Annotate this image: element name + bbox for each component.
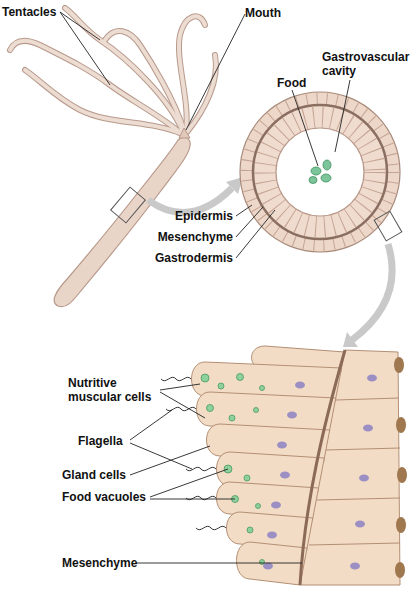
vacuole-group	[201, 374, 265, 565]
leader-line	[60, 12, 100, 40]
food-vacuole	[247, 527, 253, 533]
leader-line	[60, 12, 110, 85]
part-label: Gland cells	[62, 468, 126, 482]
leader-line	[186, 14, 245, 130]
tentacle-outline	[105, 31, 184, 131]
cell-nucleus	[263, 563, 273, 570]
gastrodermis-cell	[237, 542, 308, 585]
part-label: Food vacuoles	[62, 490, 146, 504]
food-vacuole	[254, 408, 259, 413]
nucleus-group	[263, 382, 305, 570]
food-particle	[309, 177, 317, 184]
cell-nucleus	[280, 472, 290, 479]
part-label: Gastrovascular cavity	[322, 50, 416, 78]
tentacle	[65, 8, 183, 132]
cell-nucleus	[267, 532, 277, 539]
gastrovascular-cavity	[276, 128, 364, 216]
tentacle-group	[10, 8, 216, 134]
part-label: Flagella	[78, 434, 123, 448]
part-label: Mesenchyme	[62, 556, 137, 570]
epidermis-knob	[394, 357, 404, 373]
epidermis-knob	[395, 562, 405, 578]
part-label: Gastrodermis	[133, 251, 233, 265]
cell-nucleus	[363, 425, 373, 432]
tentacle	[10, 41, 182, 134]
leader-line	[236, 210, 275, 258]
mesenchyme-ring	[253, 105, 387, 239]
hypostome	[179, 128, 190, 138]
cell-nucleus	[359, 475, 369, 482]
food-vacuole	[260, 560, 265, 565]
food-particle	[321, 174, 331, 182]
epidermis-knob	[396, 517, 406, 533]
part-label: Mesenchyme	[133, 230, 233, 244]
epidermis-cell-walls	[247, 99, 393, 245]
mesenchyme-layer	[300, 350, 345, 585]
leader-line	[150, 499, 235, 500]
gastrodermis-cell-walls	[265, 117, 375, 227]
leader-line	[150, 469, 228, 497]
epidermis-knob	[397, 467, 407, 483]
leader-line	[136, 563, 302, 564]
cell-nucleus	[350, 563, 360, 570]
part-label: Food	[277, 76, 306, 90]
part-label: Nutritive muscular cells	[68, 376, 160, 404]
flagellum	[186, 467, 216, 470]
food-vacuole	[237, 374, 244, 381]
tentacle	[105, 31, 184, 131]
part-label: Tentacles	[2, 5, 56, 19]
leader-lines	[60, 12, 350, 563]
cell-nucleus	[367, 375, 377, 382]
gastrodermis-cells	[192, 346, 345, 585]
food-vacuole	[260, 386, 265, 391]
zoom-arrowhead	[343, 332, 358, 347]
cell-nucleus	[295, 382, 305, 389]
cell-nucleus	[271, 502, 281, 509]
leader-line	[130, 446, 210, 475]
epidermis-knob	[396, 417, 406, 433]
part-label: Epidermis	[133, 209, 233, 223]
food-vacuole	[256, 504, 261, 509]
flagellum	[161, 377, 191, 380]
food-particle	[311, 167, 321, 175]
food-vacuole	[207, 405, 214, 412]
cell-nucleus	[355, 521, 365, 528]
leader-line	[335, 80, 350, 152]
leader-line	[236, 205, 252, 216]
cell-nucleus	[287, 412, 297, 419]
food-vacuole	[218, 383, 224, 389]
food-vacuole	[229, 415, 235, 421]
zoom-arrow	[148, 188, 232, 213]
food-vacuole	[244, 475, 250, 481]
leader-line	[160, 384, 200, 390]
part-label: Mouth	[245, 6, 281, 20]
cell-nucleus	[277, 442, 287, 449]
leader-line	[130, 410, 172, 440]
leader-line	[236, 207, 263, 237]
flagella-group	[161, 377, 226, 529]
flagellum	[196, 526, 226, 529]
food-particle	[323, 160, 331, 170]
food-vacuole	[201, 374, 209, 382]
zoom-arrow	[352, 244, 392, 340]
tentacle	[25, 70, 182, 134]
section-marker	[374, 211, 402, 241]
epidermis-ring	[240, 92, 400, 252]
hydra-body	[54, 137, 190, 306]
section-marker	[111, 187, 146, 223]
leader-line	[292, 90, 318, 166]
